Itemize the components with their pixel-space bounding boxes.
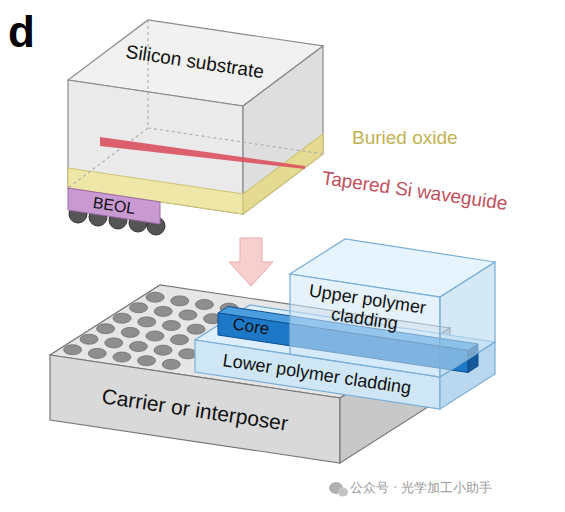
hole — [179, 310, 197, 320]
hole — [171, 296, 189, 306]
hole — [195, 300, 213, 310]
hole — [64, 345, 82, 355]
hole — [162, 359, 180, 369]
hole — [171, 335, 189, 345]
hole — [154, 306, 172, 316]
hole — [154, 345, 172, 355]
tapered-waveguide — [100, 137, 305, 169]
hole — [113, 352, 131, 362]
hole — [138, 317, 156, 327]
hole — [179, 349, 197, 359]
hole — [97, 324, 115, 334]
hole — [113, 313, 131, 323]
beol-layer — [68, 188, 160, 224]
hole — [162, 321, 180, 331]
hole — [130, 303, 148, 313]
upper-cladding — [290, 239, 495, 377]
hole — [146, 292, 164, 302]
hole — [105, 338, 123, 348]
hole — [129, 342, 147, 352]
hole — [138, 356, 156, 366]
hole — [187, 324, 205, 334]
silicon-chip — [68, 20, 323, 214]
hole — [80, 334, 98, 344]
hole — [88, 348, 106, 358]
watermark: 公众号 · 光学加工小助手 — [350, 481, 492, 495]
layer-label: Buried oxide — [352, 128, 458, 149]
watermark-icon — [329, 482, 348, 497]
assembly-arrow — [229, 238, 273, 286]
waveguide-label: Tapered Si waveguide — [321, 168, 509, 215]
panel-letter: d — [8, 8, 35, 56]
hole — [121, 327, 139, 337]
hole — [146, 331, 164, 341]
